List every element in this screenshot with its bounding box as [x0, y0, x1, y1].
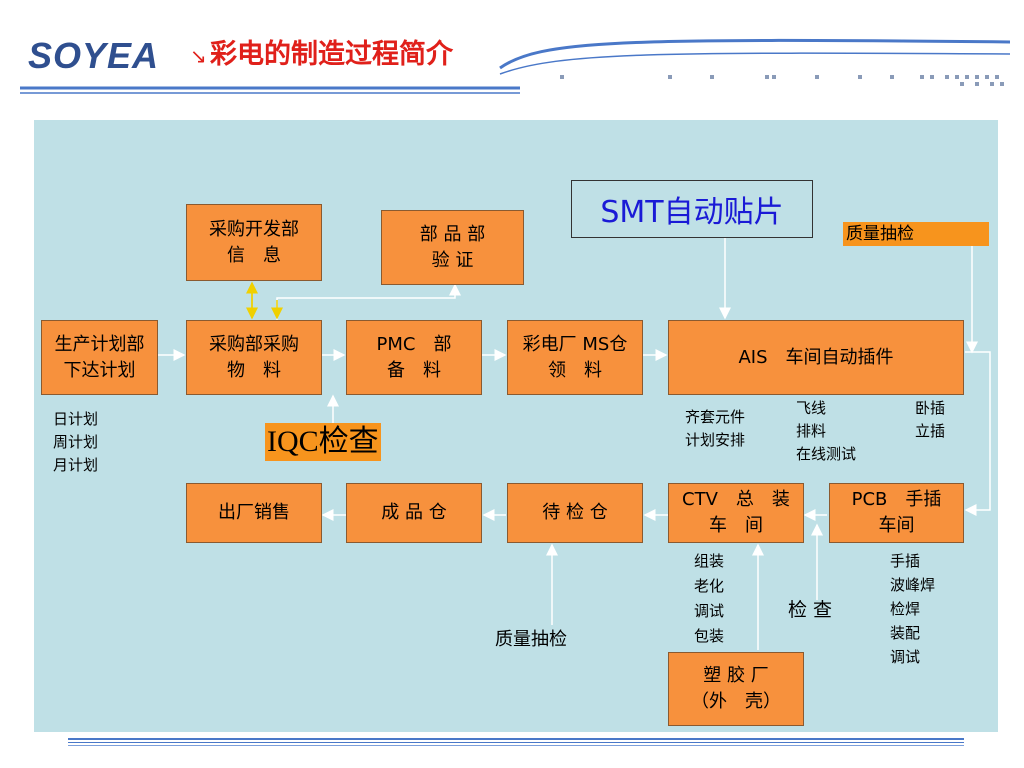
finished-store-box: 成 品 仓: [346, 483, 482, 543]
footer-line-2: [68, 742, 964, 743]
factory-sale-box: 出厂销售: [186, 483, 322, 543]
production-plan-box: 生产计划部 下达计划: [41, 320, 158, 395]
purchase-dev-box: 采购开发部 信 息: [186, 204, 322, 281]
quality-check-top: 质量抽检: [843, 222, 989, 246]
pcb-steps-label: 手插 波峰焊 检焊 装配 调试: [890, 552, 936, 666]
footer-line-1: [68, 738, 964, 740]
pcb-box: PCB 手插 车间: [829, 483, 964, 543]
pending-store-box: 待 检 仓: [507, 483, 643, 543]
kit-plan-label: 齐套元件 计划安排: [685, 408, 746, 449]
plan-types-label: 日计划 周计划 月计划: [53, 410, 99, 474]
quality-check-bottom: 质量抽检: [495, 629, 567, 650]
plastic-factory-box: 塑 胶 厂 （外 壳）: [668, 652, 804, 726]
soyea-logo: SOYEA: [28, 35, 160, 76]
page-title: 彩电的制造过程简介: [210, 39, 453, 70]
insert-type-label: 卧插 立插: [915, 399, 946, 440]
fly-line-label: 飞线 排料 在线测试: [796, 399, 857, 463]
smt-box: SMT自动贴片: [571, 180, 813, 238]
parts-verify-box: 部 品 部 验 证: [381, 210, 524, 285]
ais-box: AIS 车间自动插件: [668, 320, 964, 395]
ctv-steps-label: 组装 老化 调试 包装: [694, 552, 725, 645]
inspect-label: 检 查: [788, 599, 833, 621]
iqc-check-label: IQC检查: [265, 423, 381, 461]
pmc-box: PMC 部 备 料: [346, 320, 482, 395]
ctv-box: CTV 总 装 车 间: [668, 483, 804, 543]
title-arrow-icon: ↘: [190, 44, 207, 68]
ms-store-box: 彩电厂 MS仓 领 料: [507, 320, 643, 395]
purchase-material-box: 采购部采购 物 料: [186, 320, 322, 395]
footer-line-3: [68, 745, 964, 746]
header-decoration: [20, 38, 1010, 94]
